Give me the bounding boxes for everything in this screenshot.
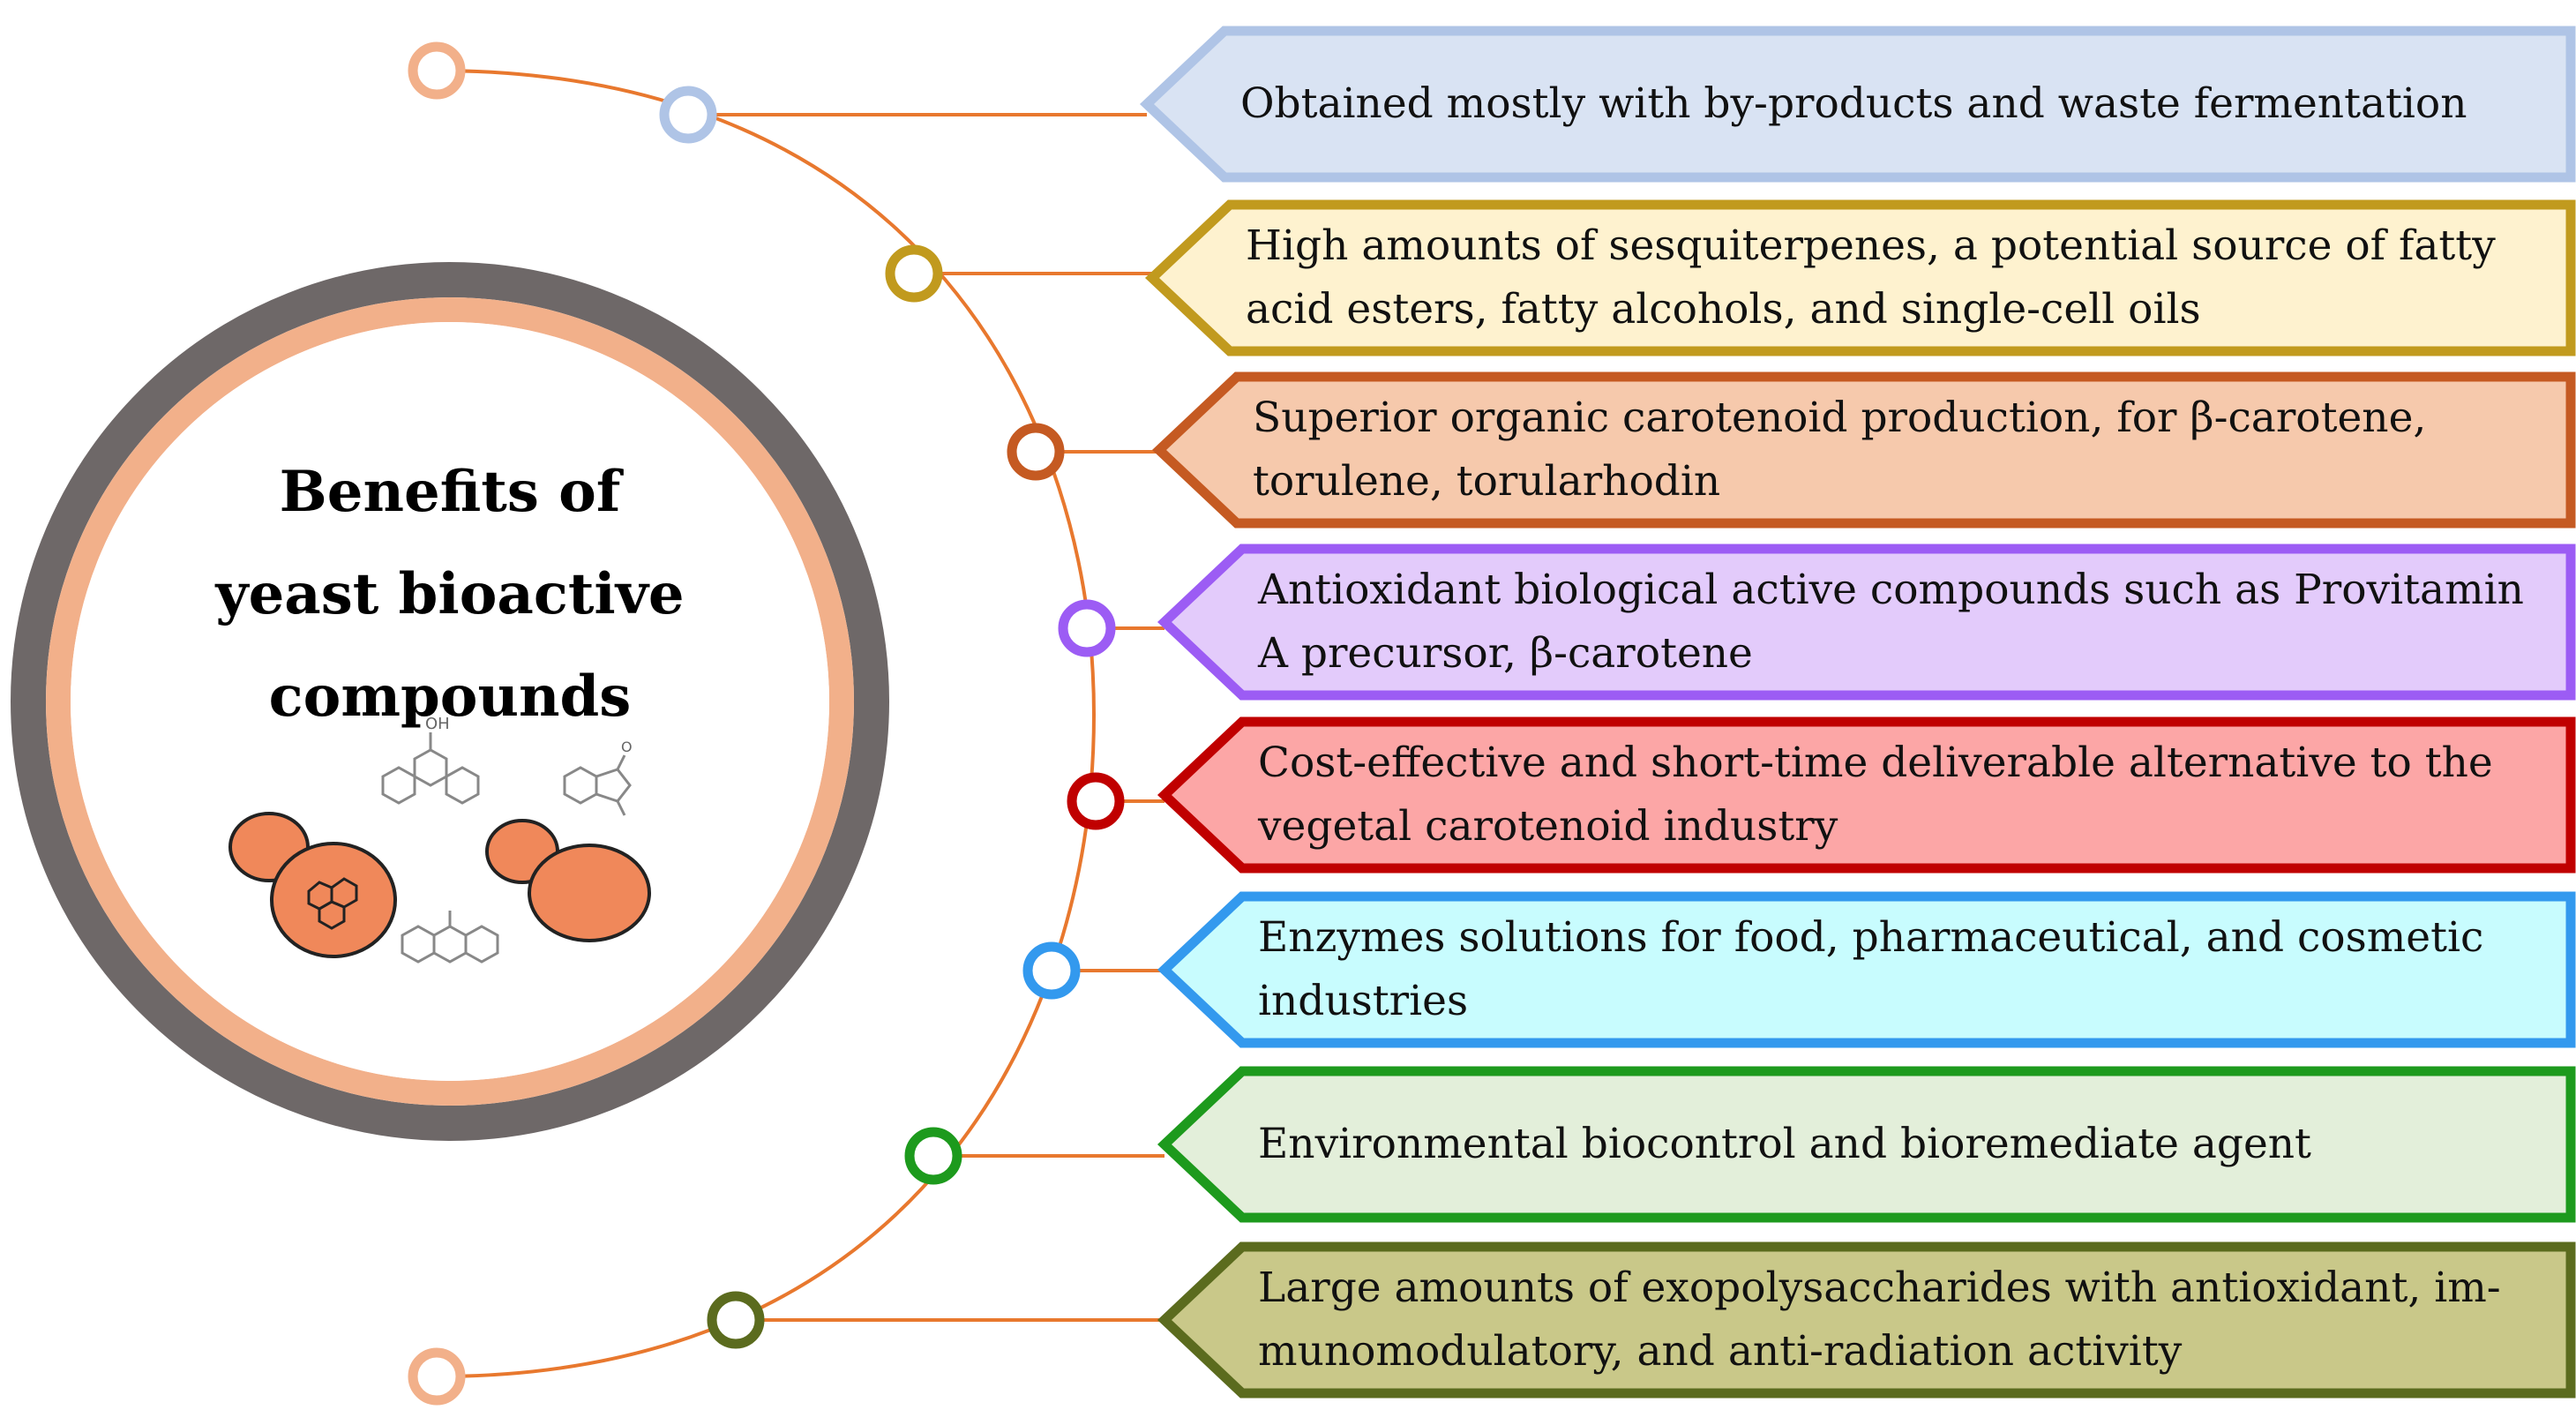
benefit-cards: [1139, 26, 2576, 1399]
arc-node-4: [1058, 599, 1116, 657]
connector-arc: [436, 69, 1097, 1378]
arc-node-2: [885, 244, 943, 303]
arc-node-6: [1022, 941, 1081, 1000]
arc-node-1: [659, 86, 717, 144]
benefit-text-4: Antioxidant biological active compounds …: [1258, 549, 2527, 695]
arc-nodes: [408, 41, 1125, 1406]
benefit-line: Superior organic carotenoid production, …: [1253, 394, 2427, 442]
anhydride-molecule-icon: O: [563, 739, 633, 816]
benefit-line: torulene, torularhodin: [1253, 457, 1721, 506]
phenanthrol-molecule-icon: OH: [381, 715, 480, 805]
anthrone-molecule-icon: [401, 911, 499, 964]
title-line-2: yeast bioactive: [215, 561, 685, 627]
benefit-text-7: Environmental biocontrol and bioremediat…: [1258, 1071, 2527, 1218]
arc-node-3: [1007, 423, 1065, 481]
benefit-text-2: High amounts of sesquiterpenes, a potent…: [1246, 205, 2527, 351]
fused-ring-molecule-icon: [307, 877, 358, 930]
benefit-line: Obtained mostly with by-products and was…: [1240, 79, 2467, 128]
arc-node-8: [707, 1291, 765, 1349]
oxygen-label: O: [621, 739, 633, 755]
benefit-line: Cost-effective and short-time deliverabl…: [1258, 739, 2493, 787]
benefit-card-1: [1139, 26, 2576, 183]
arc-path: [436, 69, 1097, 1378]
benefit-text-6: Enzymes solutions for food, pharmaceutic…: [1258, 896, 2527, 1043]
benefit-card-3: [1151, 371, 2576, 529]
benefit-card-8: [1157, 1241, 2576, 1399]
benefit-line: High amounts of sesquiterpenes, a potent…: [1246, 221, 2496, 270]
benefit-line: Enzymes solutions for food, pharmaceutic…: [1258, 913, 2484, 962]
arc-end-node-bottom: [408, 1347, 466, 1406]
benefit-line: vegetal carotenoid industry: [1258, 802, 1838, 851]
benefit-card-5: [1157, 716, 2576, 874]
hydroxyl-label: OH: [425, 715, 450, 733]
benefit-text-3: Superior organic carotenoid production, …: [1253, 377, 2527, 523]
arc-end-node-top: [408, 41, 466, 100]
benefit-text-5: Cost-effective and short-time deliverabl…: [1258, 722, 2527, 868]
benefit-line: acid esters, fatty alcohols, and single-…: [1246, 285, 2201, 334]
center-title: Benefits of yeast bioactive compounds: [141, 441, 759, 748]
yeast-cell-left: [228, 812, 397, 958]
benefit-text-1: Obtained mostly with by-products and was…: [1240, 31, 2527, 177]
benefit-card-4: [1157, 544, 2576, 701]
benefit-line: Large amounts of exopolysaccharides with…: [1258, 1264, 2501, 1312]
benefit-card-7: [1157, 1066, 2576, 1223]
connector-lines: [711, 113, 1164, 1322]
yeast-illustration: OH O: [228, 715, 651, 964]
title-line-3: compounds: [268, 664, 632, 730]
benefit-text-8: Large amounts of exopolysaccharides with…: [1258, 1247, 2527, 1393]
outer-ring: [11, 262, 889, 1141]
benefit-line: Antioxidant biological active compounds …: [1258, 566, 2524, 614]
inner-ring: [46, 297, 854, 1106]
benefit-card-2: [1144, 199, 2576, 356]
benefit-card-6: [1157, 891, 2576, 1048]
benefit-line: munomodulatory, and anti-radiation activ…: [1258, 1327, 2183, 1376]
title-line-1: Benefits of: [279, 459, 621, 525]
benefit-line: industries: [1258, 977, 1469, 1025]
benefit-line: A precursor, β-carotene: [1258, 629, 1753, 678]
yeast-cell-right: [485, 819, 651, 942]
arc-node-5: [1067, 772, 1125, 830]
arc-node-7: [904, 1127, 962, 1185]
benefit-line: Environmental biocontrol and bioremediat…: [1258, 1120, 2311, 1168]
